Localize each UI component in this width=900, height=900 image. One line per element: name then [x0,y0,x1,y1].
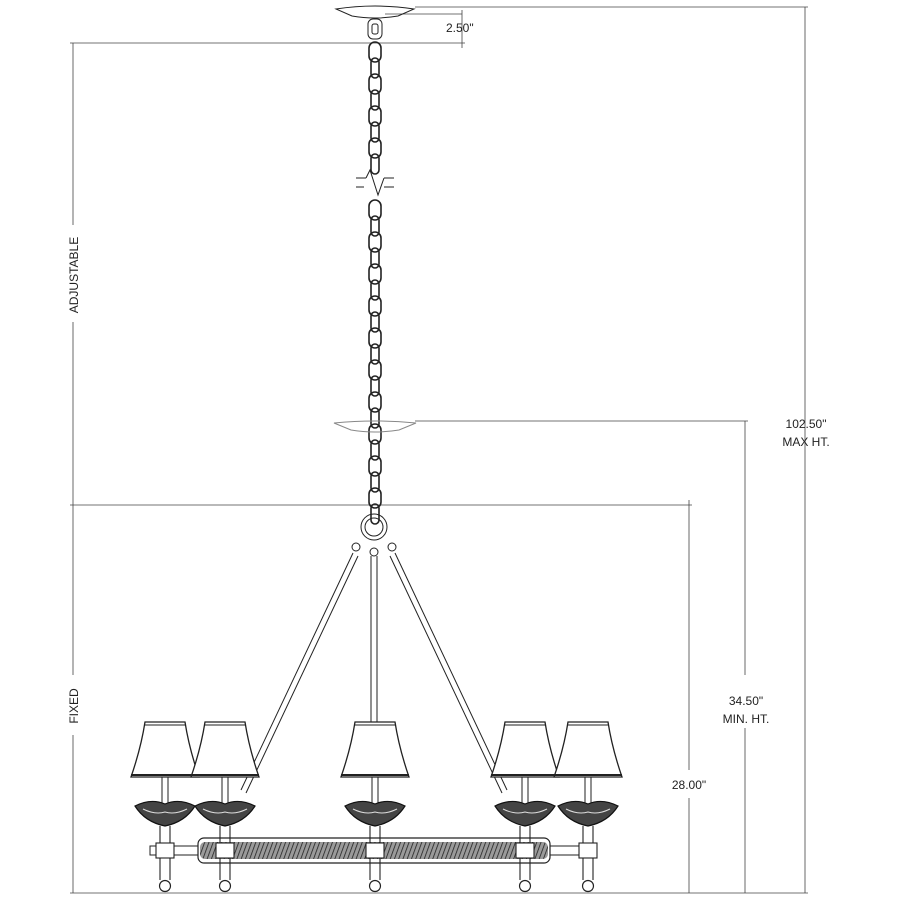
chain-link [368,423,382,445]
max-height-value: 102.50" [786,417,827,431]
max-height-label: MAX HT. [782,435,829,449]
lamp [553,721,623,893]
min-height-label: MIN. HT. [723,712,770,726]
lamp [130,721,200,893]
leaf-vein [202,808,248,814]
chain-link [368,137,382,159]
lamp-collar [578,842,598,859]
chain-link [370,89,380,111]
chain-link [370,153,380,175]
min-height-value: 34.50" [729,694,763,708]
leaf-vein [502,808,548,814]
chain-link [368,199,382,221]
lamp-collar [365,842,385,859]
finial-ball [581,879,595,893]
chain-link [370,375,380,397]
adjustable-label: ADJUSTABLE [67,237,81,313]
chain-link [370,121,380,143]
leaf-vein [142,808,188,814]
chain-link [368,231,382,253]
lamp-shade [190,721,260,778]
ceiling-canopy [334,5,416,40]
lamp-shade [553,721,623,778]
chain-link [370,407,380,429]
chain-link [368,73,382,95]
lamp-collar [155,842,175,859]
chain-link [368,295,382,317]
chain-link [370,57,380,79]
chain-link [370,471,380,493]
fixed-label: FIXED [67,688,81,724]
leaf-vein [352,808,398,814]
leaf-vein [565,808,611,814]
chain-link [370,279,380,301]
canopy-width-label: 2.50" [446,21,474,35]
chain-link [370,311,380,333]
chain-link [370,439,380,461]
leaf-cup [194,800,256,827]
lamp [490,721,560,893]
chain-link [368,455,382,477]
finial-ball [368,879,382,893]
chain-break-symbol [356,168,394,197]
lamp [340,721,410,893]
chain [368,41,382,525]
chain-link [368,105,382,127]
chain-link [368,487,382,509]
lamp-shade [130,721,200,778]
leaf-cup [134,800,196,827]
lamp-shade [490,721,560,778]
chain-link [368,359,382,381]
lamp [190,721,260,893]
lamp-collar [515,842,535,859]
leaf-cup [494,800,556,827]
dimension-lines [70,6,808,894]
lamp-arms [130,721,623,893]
lamp-collar [215,842,235,859]
leaf-cup [557,800,619,827]
chain-link [370,215,380,237]
leaf-cup [344,800,406,827]
chain-link [370,343,380,365]
chain-link [368,41,382,63]
finial-ball [158,879,172,893]
chain-link [368,391,382,413]
canopy-min-position [333,420,417,433]
fixed-height-value: 28.00" [672,778,706,792]
chain-link [368,327,382,349]
finial-ball [218,879,232,893]
chain-link [370,247,380,269]
finial-ball [518,879,532,893]
lamp-shade [340,721,410,778]
chain-link [368,263,382,285]
